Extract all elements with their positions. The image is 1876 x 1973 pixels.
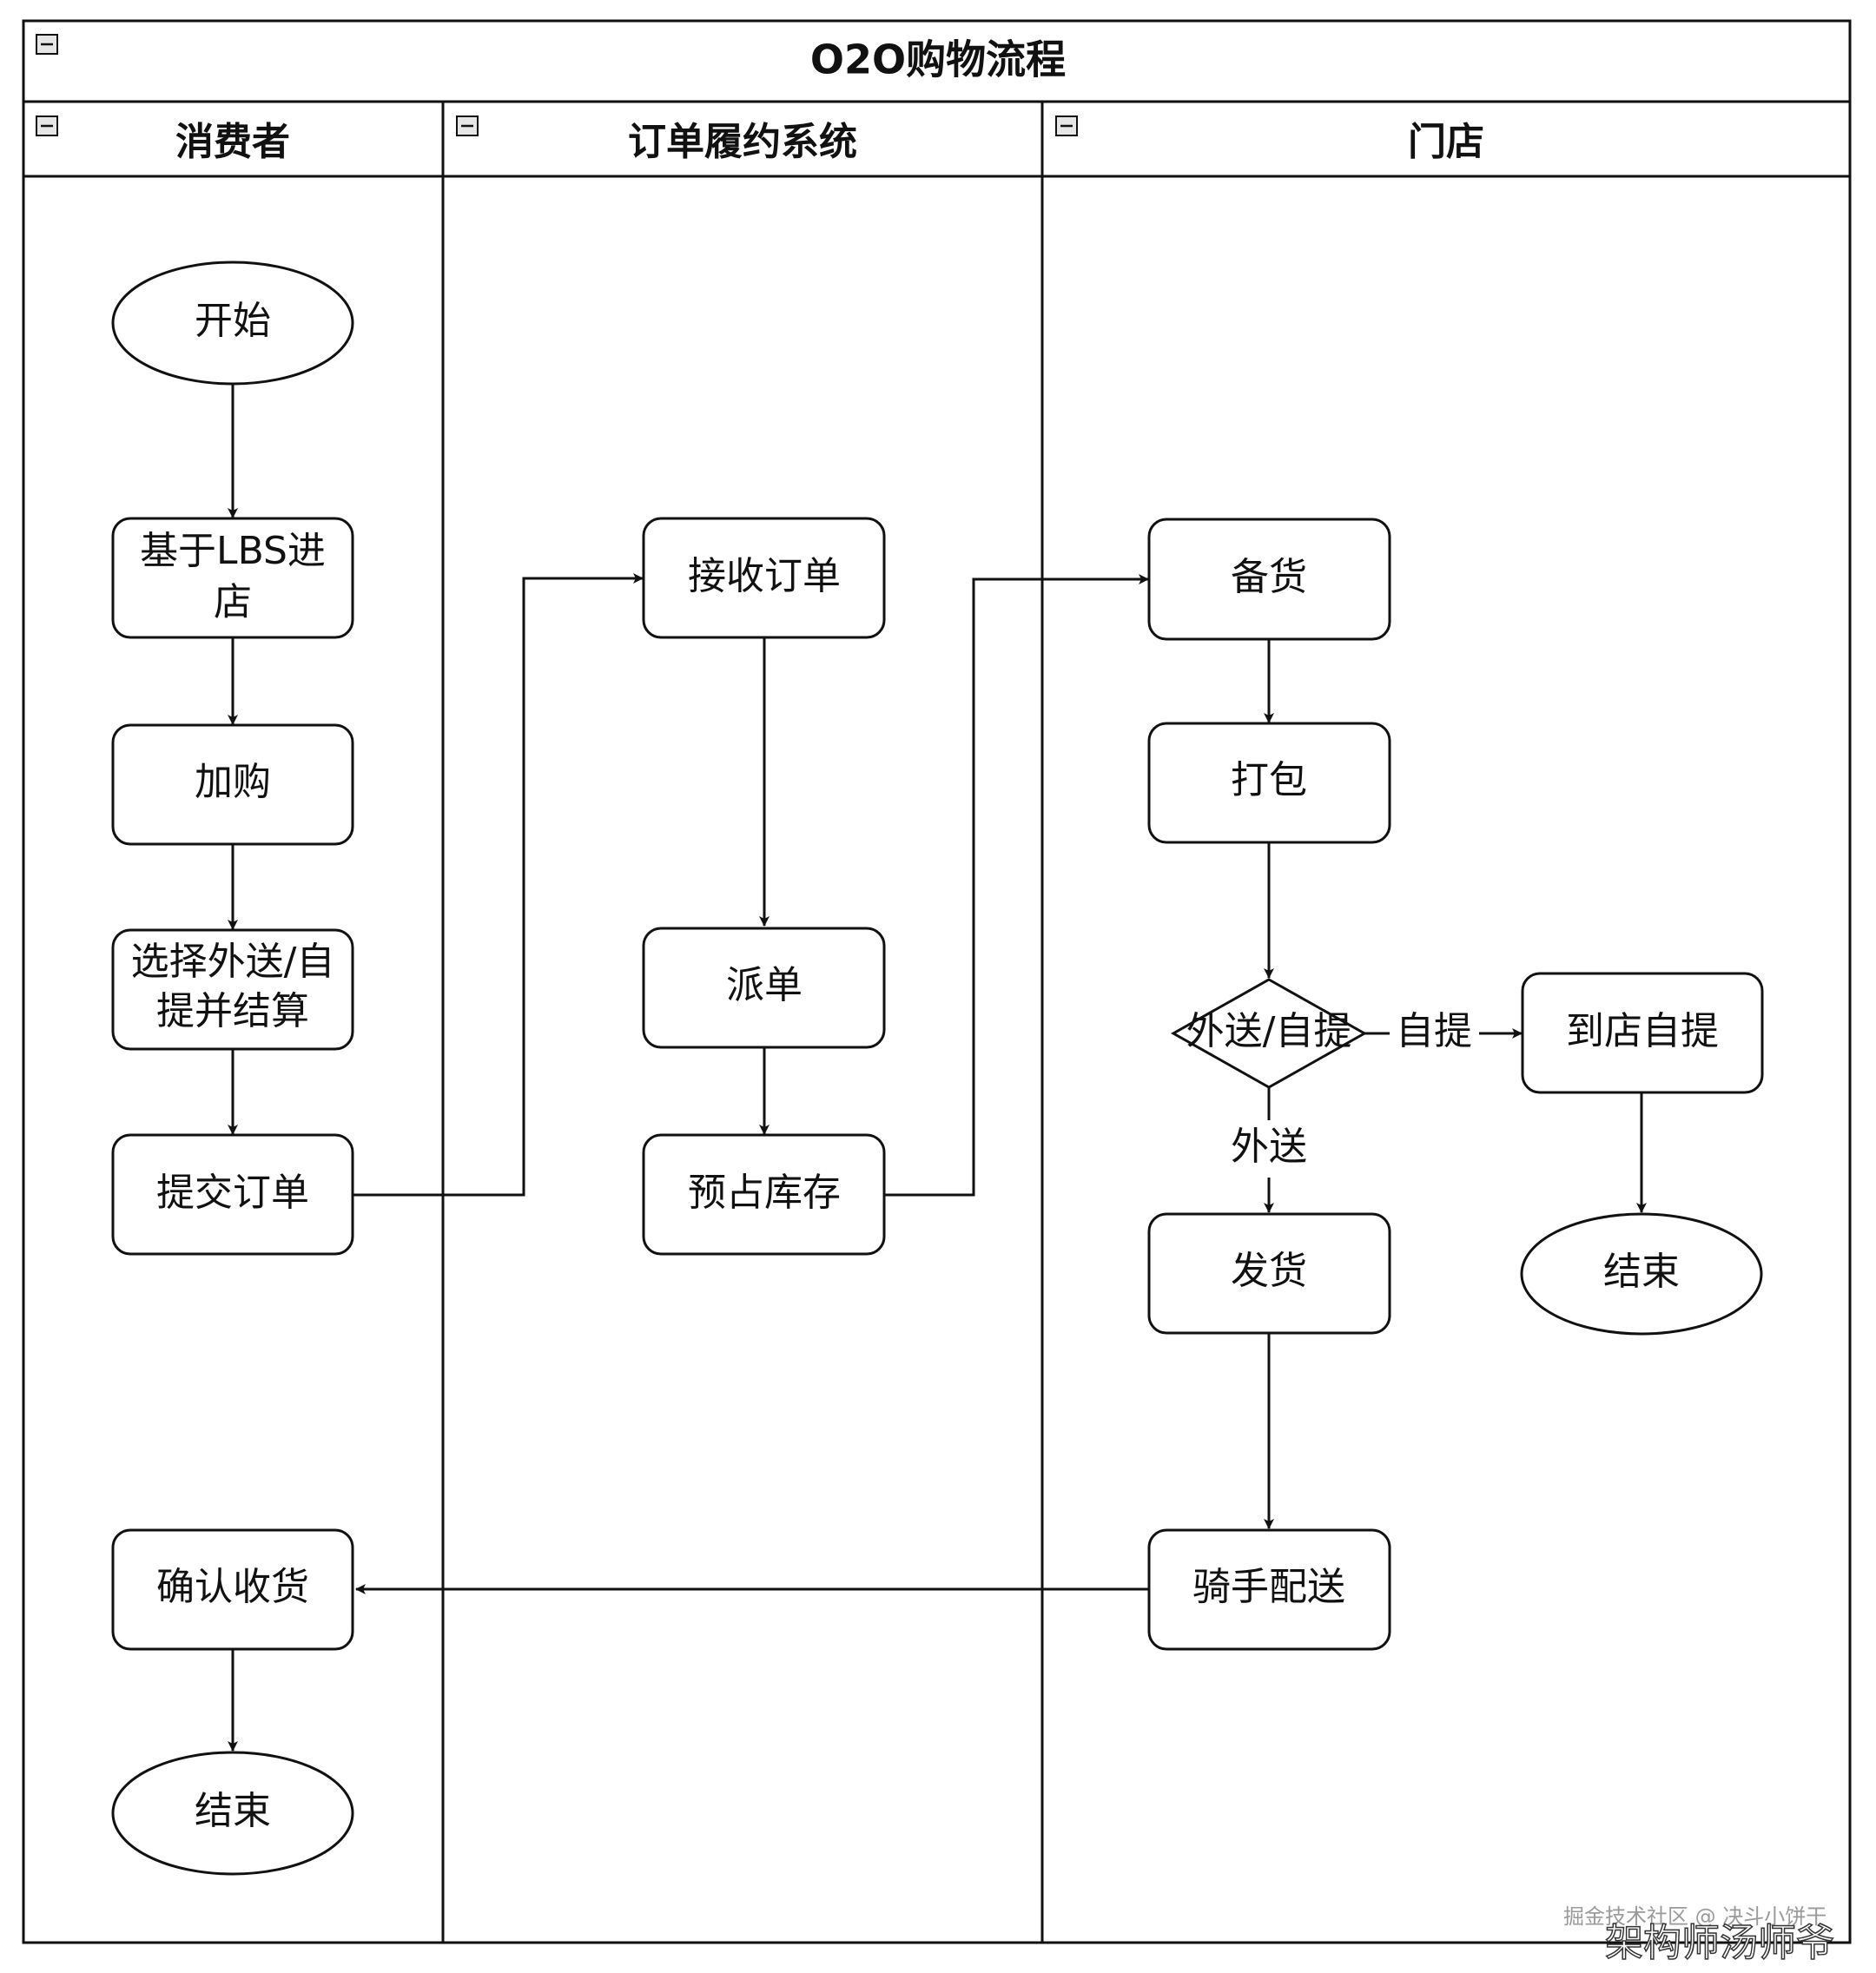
edge-submit-receive	[353, 573, 644, 1197]
svg-text:提并结算: 提并结算	[156, 989, 309, 1033]
node-store-pickup: 到店自提	[1521, 972, 1764, 1094]
svg-text:结束: 结束	[1603, 1250, 1680, 1294]
connectors	[228, 384, 1647, 1752]
svg-text:预占库存: 预占库存	[688, 1171, 841, 1215]
collapse-icon[interactable]	[36, 115, 58, 136]
node-add-cart: 加购	[111, 723, 354, 846]
svg-text:骑手配送: 骑手配送	[1192, 1565, 1345, 1609]
svg-text:结束: 结束	[195, 1789, 271, 1833]
svg-text:确认收货: 确认收货	[156, 1565, 309, 1609]
collapse-icon[interactable]	[456, 115, 479, 136]
node-end-store: 结束	[1520, 1212, 1763, 1336]
svg-text:加购: 加购	[195, 760, 271, 804]
svg-text:基于LBS进: 基于LBS进	[140, 529, 326, 573]
svg-text:接收订单: 接收订单	[688, 554, 841, 598]
edge-reserve-prepare	[884, 574, 1149, 1197]
pool-title: O2O购物流程	[810, 36, 1066, 83]
watermark-large: 架构师汤师爷	[1605, 1921, 1834, 1965]
collapse-icon[interactable]	[1055, 115, 1078, 136]
node-end-consumer: 结束	[111, 1751, 354, 1876]
pool-frame	[22, 19, 1852, 1944]
watermark-small: 掘金技术社区 @ 决斗小饼干	[1563, 1904, 1826, 1929]
node-dispatch: 派单	[642, 927, 886, 1049]
svg-text:到店自提: 到店自提	[1566, 1009, 1719, 1053]
svg-text:备货: 备货	[1231, 555, 1307, 599]
node-pack: 打包	[1147, 722, 1391, 844]
svg-text:打包: 打包	[1231, 758, 1307, 802]
node-decision: 外送/自提	[1170, 978, 1368, 1089]
node-submit-order: 提交订单	[111, 1133, 354, 1256]
node-choose-checkout: 选择外送/自 提并结算	[111, 928, 354, 1051]
lane-title-fulfillment: 订单履约系统	[628, 120, 857, 164]
node-start: 开始	[111, 261, 354, 386]
lane-title-consumer: 消费者	[175, 120, 290, 164]
node-confirm-receipt: 确认收货	[111, 1528, 354, 1651]
node-ship: 发货	[1147, 1212, 1391, 1335]
svg-text:派单: 派单	[726, 963, 803, 1007]
svg-text:提交订单: 提交订单	[156, 1171, 309, 1215]
edge-label-self-pickup: 自提	[1396, 1009, 1472, 1053]
svg-text:店: 店	[214, 580, 252, 624]
node-lbs-entry: 基于LBS进 店	[111, 517, 354, 639]
svg-text:外送/自提: 外送/自提	[1186, 1009, 1352, 1053]
lane-title-store: 门店	[1408, 120, 1484, 164]
node-prepare-goods: 备货	[1147, 518, 1391, 641]
node-rider-delivery: 骑手配送	[1147, 1528, 1391, 1651]
svg-text:发货: 发货	[1231, 1249, 1307, 1293]
edge-label-delivery: 外送	[1231, 1125, 1307, 1169]
svg-text:选择外送/自: 选择外送/自	[131, 940, 335, 984]
node-reserve-stock: 预占库存	[642, 1133, 886, 1256]
collapse-icon[interactable]	[36, 34, 58, 55]
node-receive-order: 接收订单	[642, 517, 886, 639]
svg-text:开始: 开始	[195, 299, 271, 343]
